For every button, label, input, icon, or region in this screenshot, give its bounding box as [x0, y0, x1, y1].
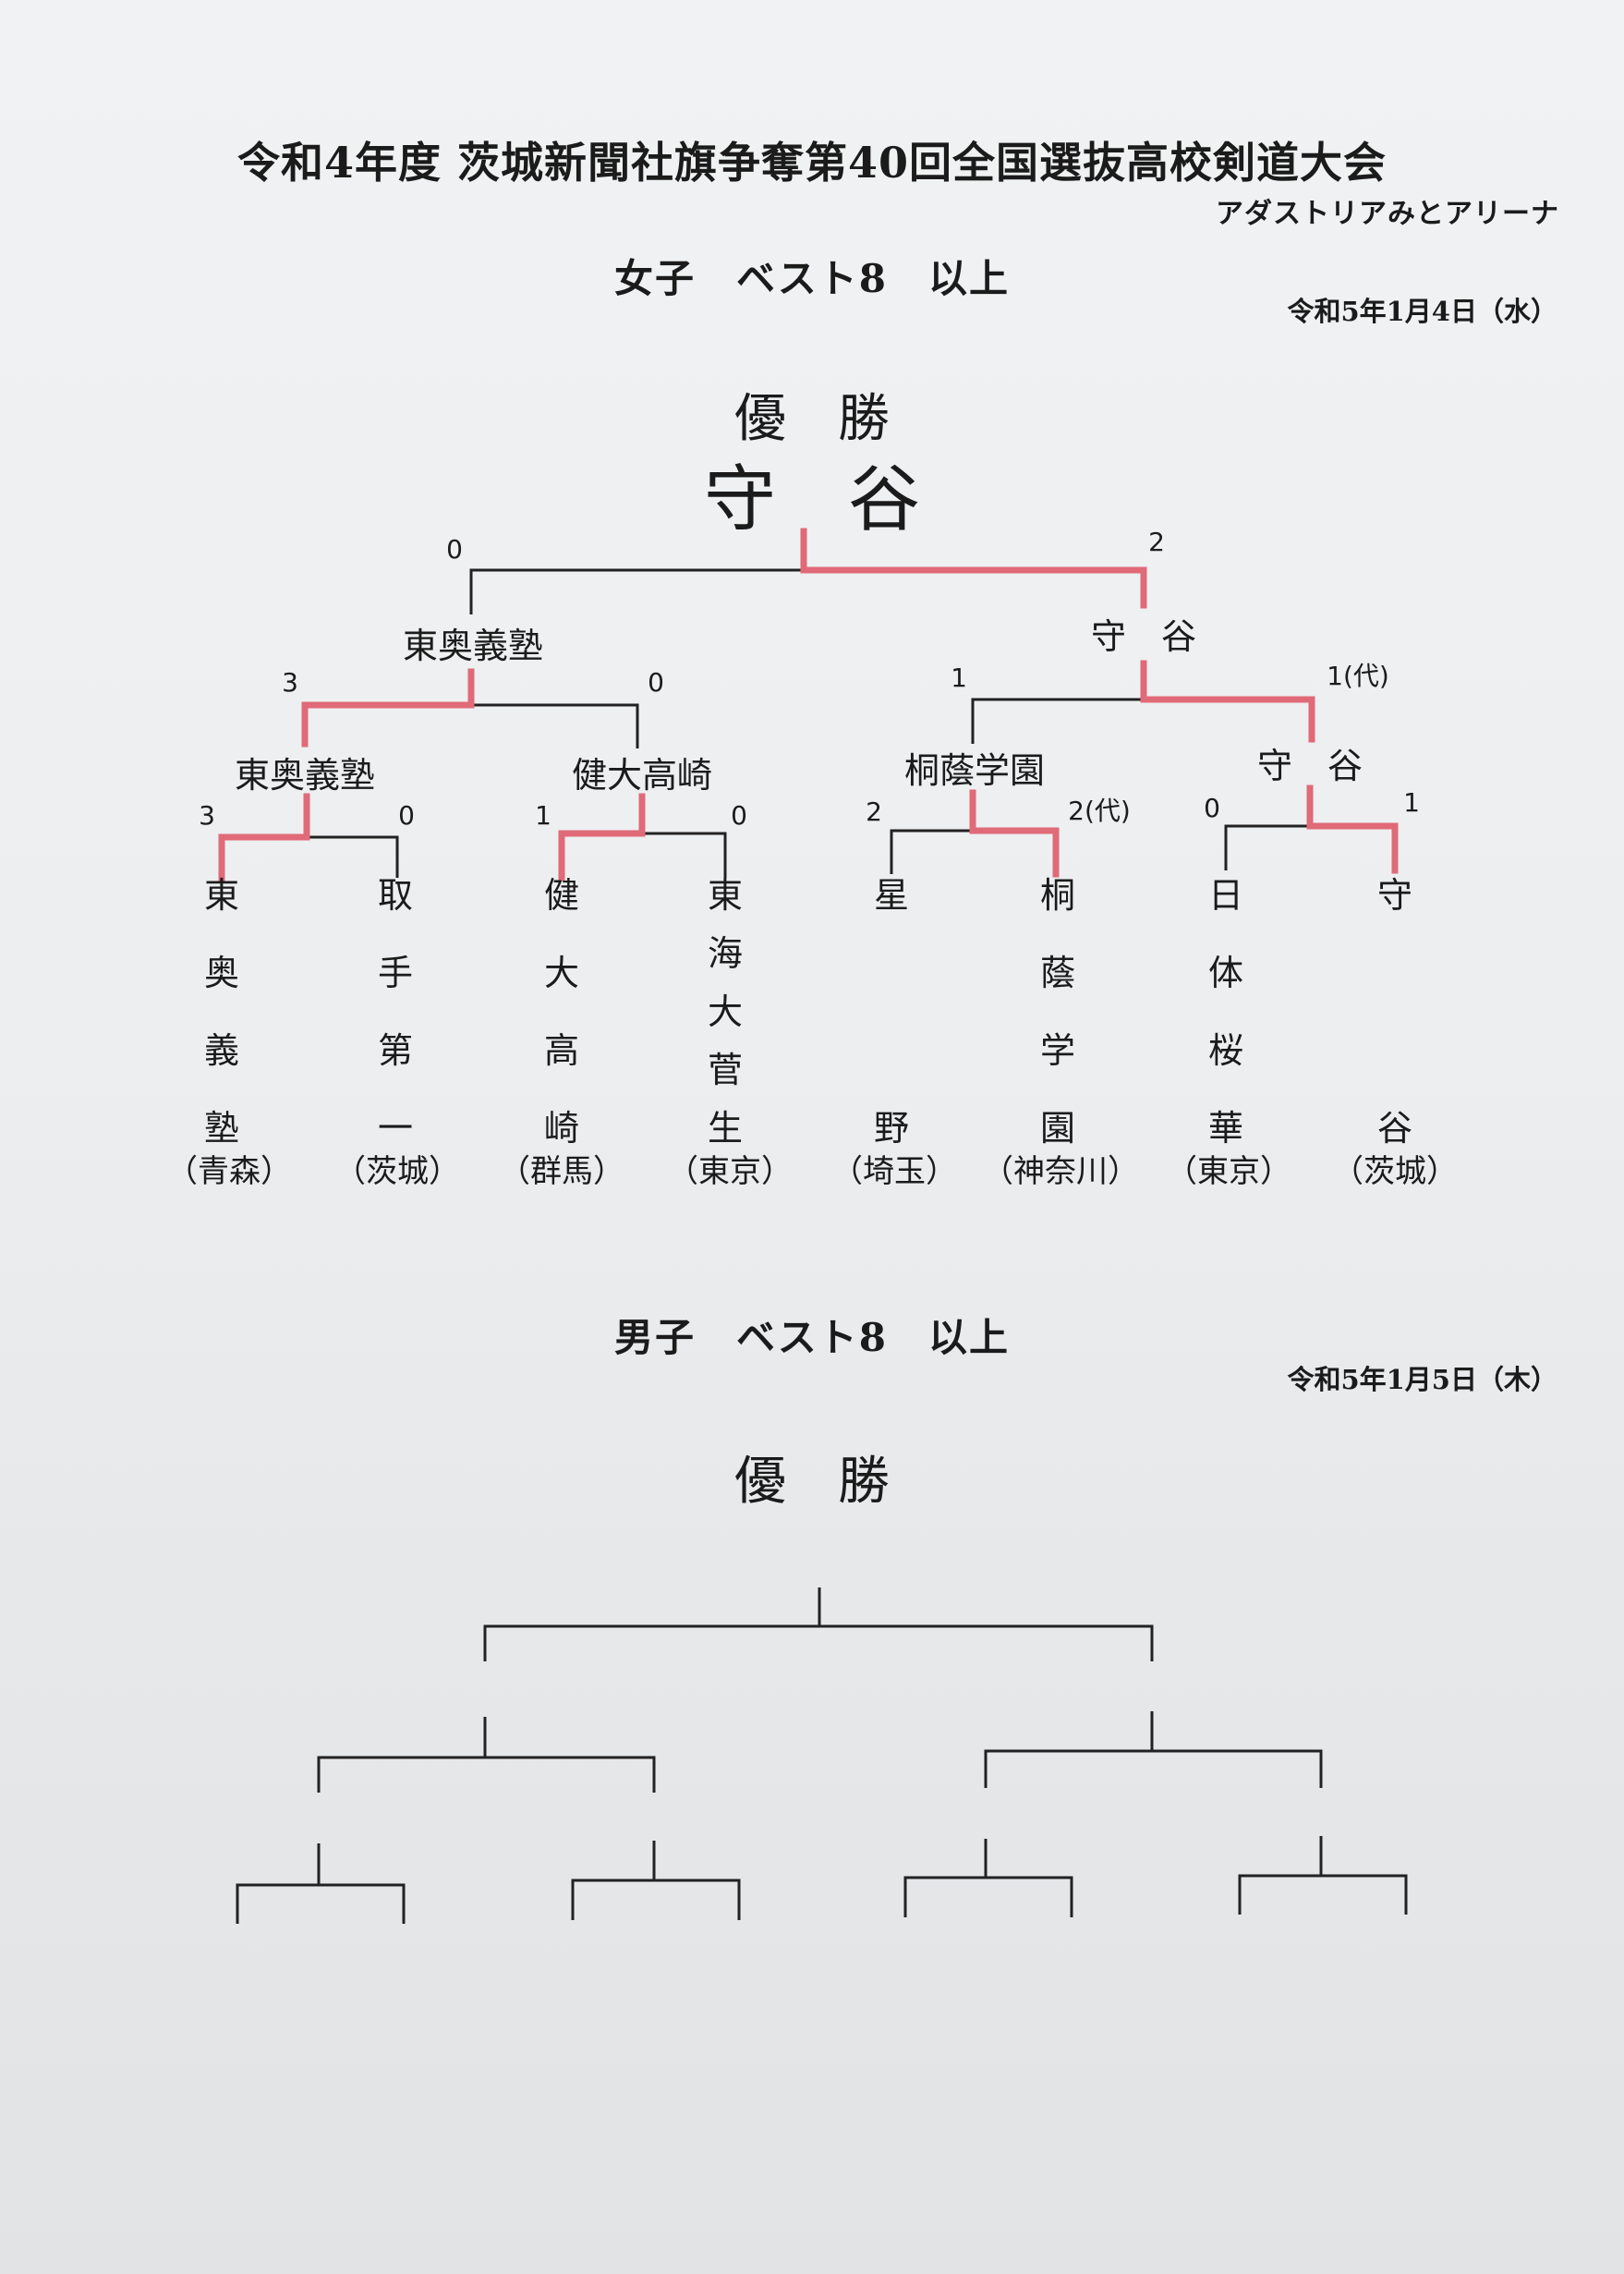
team-char: 星: [873, 875, 909, 916]
qf4-loser-line: [1224, 824, 1310, 870]
r1-score-6: 2(代): [1068, 796, 1131, 826]
team-char: 崎: [543, 1108, 579, 1149]
semi-score-3: 1: [951, 663, 967, 693]
semi-right-winner-line: [1140, 660, 1315, 743]
team-prefecture-2: （茨城）: [334, 1153, 460, 1190]
final-winner-line: [800, 528, 1147, 609]
qf-winner-4: 守 谷: [1256, 746, 1363, 786]
team-prefecture-8: （茨城）: [1332, 1153, 1458, 1190]
team-char: 奥: [203, 953, 239, 993]
team-char: 桐: [1039, 875, 1075, 916]
venue-name: アダストリアみとアリーナ: [1216, 198, 1559, 230]
team-char: 大: [707, 991, 743, 1032]
team-name-2: 取 手 第 一: [368, 878, 423, 1146]
qf2-loser-line: [642, 832, 727, 878]
men-bracket-lines: [236, 1587, 1408, 1924]
team-char: 塾: [203, 1108, 239, 1149]
final-score-right: 2: [1148, 527, 1165, 557]
women-champion-label: 優 勝: [734, 389, 890, 449]
semi-left-loser-line: [471, 703, 639, 748]
semifinalist-right: 守 谷: [1090, 616, 1197, 657]
women-date: 令和5年1月4日（水）: [1287, 296, 1557, 327]
qf-winner-1: 東奥義塾: [234, 755, 376, 796]
r1-score-8: 1: [1403, 787, 1420, 818]
team-char: 海: [707, 933, 743, 974]
semifinalist-left: 東奥義塾: [402, 626, 544, 666]
qf1-loser-line: [307, 835, 399, 878]
team-prefecture-3: （群馬）: [499, 1153, 624, 1190]
semi-right-loser-line: [971, 698, 1141, 744]
team-name-5: 星 野: [864, 878, 919, 1146]
men-qf2-line: [571, 1879, 741, 1920]
team-prefecture-5: （埼玉）: [831, 1153, 957, 1190]
final-score-left: 0: [446, 534, 463, 565]
team-char: 野: [873, 1108, 909, 1149]
team-name-7: 日 体 桜 華: [1198, 878, 1254, 1146]
team-char: 菅: [707, 1050, 743, 1090]
team-name-8: 守 谷: [1367, 878, 1423, 1146]
men-heading: 男子 ベスト8 以上: [613, 1315, 1011, 1360]
qf3-loser-line: [890, 829, 973, 874]
qf-winner-3: 桐蔭学園: [903, 750, 1046, 791]
women-heading: 女子 ベスト8 以上: [613, 256, 1011, 301]
team-char: 華: [1207, 1108, 1243, 1149]
team-char: 谷: [1376, 1108, 1412, 1149]
team-char: 第: [377, 1030, 413, 1071]
r1-score-5: 2: [866, 797, 882, 827]
team-char: 取: [377, 875, 413, 916]
team-char: 東: [203, 875, 239, 916]
qf1-winner-line: [218, 793, 310, 882]
qf-winner-2: 健大高崎: [571, 755, 713, 796]
team-char: 体: [1207, 953, 1243, 993]
team-char: 義: [203, 1030, 239, 1071]
team-name-6: 桐 蔭 学 園: [1030, 878, 1085, 1146]
team-char: 一: [377, 1108, 413, 1149]
semi-score-4: 1(代): [1327, 661, 1389, 691]
men-semi-left-line: [317, 1756, 656, 1793]
team-prefecture-7: （東京）: [1166, 1153, 1291, 1190]
final-left-line: [469, 568, 804, 614]
r1-score-3: 1: [535, 800, 551, 831]
team-char: 東: [707, 875, 743, 916]
team-char: 日: [1207, 875, 1243, 916]
qf2-winner-line: [558, 793, 646, 882]
team-prefecture-6: （神奈川）: [982, 1153, 1139, 1190]
team-char: 生: [707, 1108, 743, 1149]
team-char: 大: [543, 953, 579, 993]
qf3-winner-line: [969, 789, 1060, 878]
semi-score-1: 3: [282, 667, 298, 698]
team-name-3: 健 大 高 崎: [534, 878, 589, 1146]
men-date: 令和5年1月5日（木）: [1287, 1364, 1557, 1395]
team-char: 蔭: [1039, 953, 1075, 993]
qf4-winner-line: [1306, 784, 1399, 874]
team-prefecture-1: （青森）: [166, 1153, 292, 1190]
men-qf3-line: [903, 1876, 1073, 1917]
women-champion-name: 守 谷: [703, 458, 920, 541]
r1-score-1: 3: [199, 800, 215, 831]
team-char: 高: [543, 1030, 579, 1071]
team-prefecture-4: （東京）: [667, 1153, 793, 1190]
men-qf1-line: [236, 1883, 406, 1924]
team-char: 手: [377, 953, 413, 993]
semi-left-winner-line: [301, 668, 475, 748]
tournament-title: 令和4年度 茨城新聞社旗争奪第40回全国選抜高校剣道大会: [236, 138, 1388, 188]
team-char: 健: [543, 875, 579, 916]
r1-score-4: 0: [731, 800, 747, 831]
team-char: 桜: [1207, 1030, 1243, 1071]
semi-score-2: 0: [648, 667, 664, 698]
r1-score-7: 0: [1204, 793, 1220, 823]
men-qf4-line: [1238, 1874, 1408, 1915]
men-semi-right-line: [984, 1749, 1323, 1788]
team-name-1: 東 奥 義 塾: [194, 878, 249, 1146]
team-char: 学: [1039, 1030, 1075, 1071]
team-name-4: 東 海 大 菅 生: [697, 878, 753, 1146]
team-char: 園: [1039, 1108, 1075, 1149]
men-final-line: [483, 1624, 1154, 1661]
r1-score-2: 0: [398, 800, 415, 831]
team-char: 守: [1376, 875, 1412, 916]
men-champion-label: 優 勝: [734, 1452, 890, 1512]
